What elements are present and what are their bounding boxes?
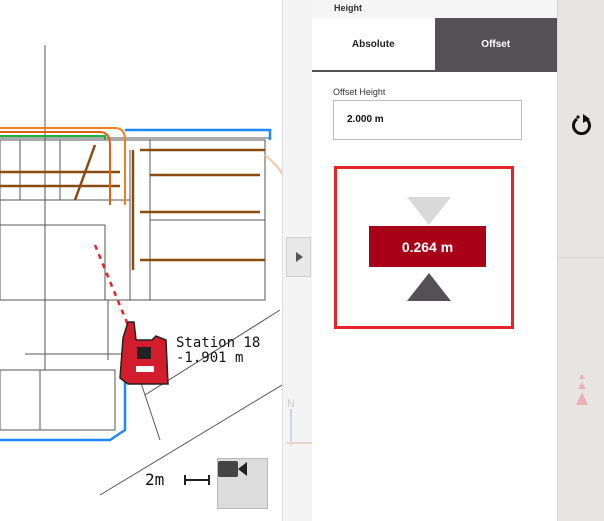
floor-plan-drawing: [0, 45, 282, 496]
station-label: Station 18-1.901 m: [176, 336, 260, 366]
expand-panel-button[interactable]: [286, 237, 311, 277]
height-mode-tabs: Absolute Offset: [312, 18, 557, 72]
station-name: Station 18: [176, 335, 261, 351]
signal-triangles-icon: [576, 374, 588, 405]
deviation-value: 0.264 m: [369, 226, 486, 267]
video-camera-icon: [218, 461, 247, 477]
floor-plan-map[interactable]: Station 18-1.901 m 2m: [0, 0, 282, 521]
camera-button[interactable]: [217, 458, 268, 509]
chevron-right-icon: [295, 252, 303, 262]
laser-line: [93, 244, 132, 331]
panel-gutter: N: [282, 0, 313, 521]
offset-height-input[interactable]: 2.000 m: [333, 100, 522, 140]
height-deviation-indicator: 0.264 m: [334, 166, 514, 329]
tab-absolute[interactable]: Absolute: [312, 18, 435, 70]
scale-bar: [184, 475, 210, 485]
scale-label: 2m: [145, 470, 165, 489]
offset-height-label: Offset Height: [333, 87, 386, 97]
refresh-button[interactable]: [571, 113, 593, 137]
tab-offset[interactable]: Offset: [434, 18, 557, 70]
arrow-up-icon: [407, 273, 451, 301]
sidebar-divider: [558, 257, 604, 258]
height-panel: Height Absolute Offset Offset Height 2.0…: [312, 0, 557, 521]
station-icon[interactable]: [119, 321, 169, 385]
panel-header: Height: [312, 0, 557, 18]
svg-text:N: N: [287, 398, 295, 410]
arrow-down-icon: [407, 197, 451, 225]
station-height: -1.901 m: [176, 350, 244, 366]
right-sidebar: [557, 0, 604, 521]
compass-icon: N: [287, 398, 313, 445]
